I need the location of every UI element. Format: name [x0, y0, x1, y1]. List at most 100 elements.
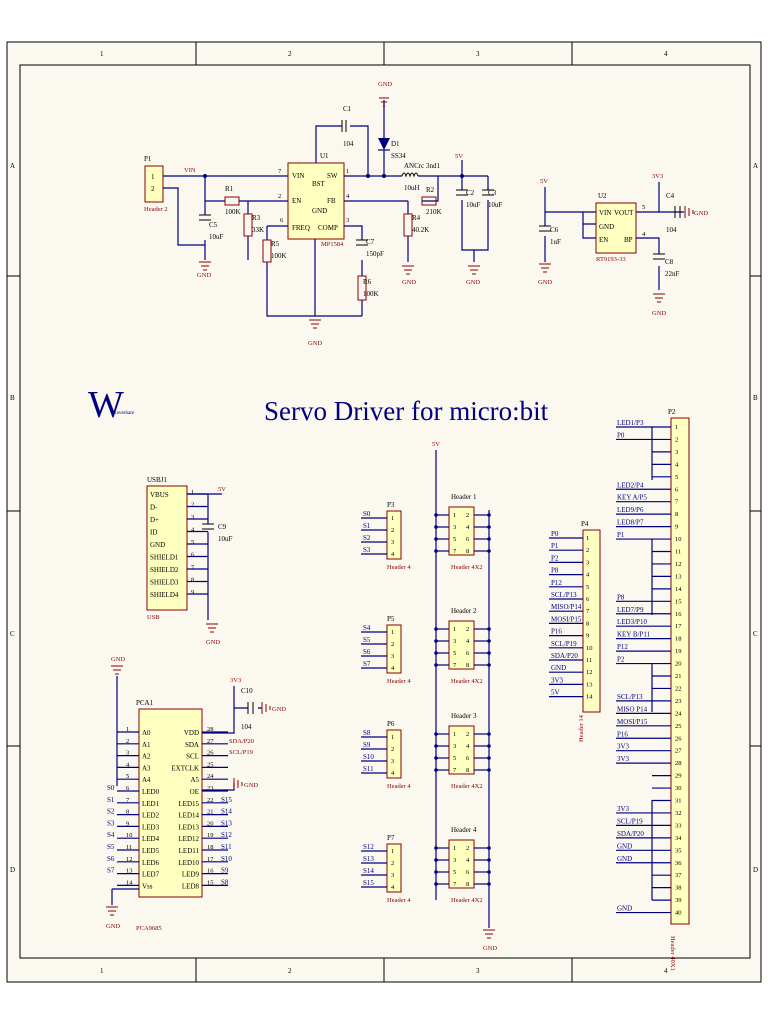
p2-pin-31: 31 [675, 798, 682, 805]
net-s13: S13 [363, 855, 374, 863]
pca-pin-led7: LED7 [142, 871, 160, 879]
p3-name: Header 4 [387, 564, 411, 571]
p2-net-pin-18: KEY B/P11 [617, 631, 651, 639]
p4-name: Header 14 [578, 714, 585, 742]
pca-pinnum-28: 28 [207, 726, 214, 733]
ldo-input-wires [544, 187, 596, 262]
rail-gnd-junction [487, 651, 491, 655]
header-4x2-pin-6: 6 [466, 869, 470, 876]
pca-vdd-wire [202, 686, 262, 734]
c6-gnd-symbol [539, 263, 551, 273]
usb-pin-d+: D+ [150, 516, 159, 524]
p2-pin-15: 15 [675, 598, 682, 605]
header-4x2-3-name: Header 4X2 [451, 783, 483, 790]
r3-symbol [243, 213, 253, 237]
p2-pin-27: 27 [675, 748, 682, 755]
pca-pinnum-4: 4 [126, 761, 130, 768]
rail-gnd-junction [487, 537, 491, 541]
c7-symbol [356, 239, 368, 246]
usb-pin-gnd: GND [150, 541, 165, 549]
u2-ref: U2 [598, 192, 607, 200]
pca-pin-vss: Vss [142, 882, 153, 890]
c10-ref: C10 [241, 687, 253, 695]
p2-pin-20: 20 [675, 661, 682, 668]
sw-junction [366, 174, 370, 178]
net-s5: S5 [363, 636, 371, 644]
p7-name: Header 4 [387, 897, 411, 904]
p2-pin-26: 26 [675, 735, 682, 742]
p2-pin-36: 36 [675, 860, 682, 867]
p6-pin-2: 2 [391, 746, 394, 753]
r2-value: 210K [426, 208, 442, 216]
u2-pin-en: EN [599, 236, 608, 244]
usb-pin-id: ID [150, 529, 157, 537]
pca-pinnum-2: 2 [126, 738, 129, 745]
pca-pinnum-24: 24 [207, 773, 214, 780]
u1-pin-comp: COMP [318, 224, 338, 232]
p5-body [386, 624, 402, 674]
zone-row-a-right: A [753, 162, 758, 170]
c5-gnd-symbol [199, 261, 211, 271]
p4-net-1: P0 [551, 530, 559, 538]
usb-gnd-label: GND [206, 639, 220, 646]
pca-pinnum-1: 1 [126, 726, 129, 733]
p2-net-pin-7: KEY A/P5 [617, 494, 647, 502]
pca-pinnum-14: 14 [126, 879, 133, 886]
header-4x2-2-body [448, 620, 475, 670]
p4-pin-6: 6 [586, 596, 590, 603]
c1-value: 104 [343, 140, 354, 148]
rail-gnd-junction [487, 870, 491, 874]
header-4x2-pin-6: 6 [466, 536, 470, 543]
p2-pin-4: 4 [675, 461, 679, 468]
c6-gnd-label: GND [538, 279, 552, 286]
p2-pin-25: 25 [675, 723, 682, 730]
p2-net-pin-17: LED3/P10 [617, 618, 647, 626]
u1-pin-vin: VIN [292, 172, 304, 180]
p4-pin-14: 14 [586, 694, 593, 701]
c4-ref: C4 [666, 192, 675, 200]
c10-symbol [247, 702, 254, 714]
pca-pin-led0: LED0 [142, 788, 160, 796]
header-4x2-pin-8: 8 [466, 881, 469, 888]
p2-net-pin-35: GND [617, 842, 632, 850]
p2-pin-12: 12 [675, 561, 682, 568]
p2-net-pin-28: 3V3 [617, 755, 630, 763]
pca-net-s14: S14 [221, 808, 232, 816]
p2-net-pin-34: SDA/P20 [617, 830, 644, 838]
p4-pin-12: 12 [586, 669, 593, 676]
p2-net-pin-26: P16 [617, 730, 628, 738]
pca-pin-extclk: EXTCLK [171, 764, 199, 772]
p6-ref: P6 [387, 720, 395, 728]
header-4x2-pin-1: 1 [453, 845, 456, 852]
p3-pin-2: 2 [391, 527, 394, 534]
p2-net-pin-32: 3V3 [617, 805, 630, 813]
p2-pin-34: 34 [675, 835, 682, 842]
l1-inductor-symbol [401, 172, 419, 178]
p2-pin-19: 19 [675, 648, 682, 655]
rail-5v-junction [434, 639, 438, 643]
header-4x2-pin-2: 2 [466, 731, 469, 738]
p2-pin-13: 13 [675, 573, 682, 580]
u1-pin-sw: SW [327, 172, 338, 180]
pca-gnd-top-symbol [111, 665, 123, 675]
pca-pinnum-18: 18 [207, 844, 214, 851]
net-s10: S10 [363, 753, 374, 761]
p2-pin-30: 30 [675, 785, 682, 792]
p6-name: Header 4 [387, 783, 411, 790]
u2-body [595, 202, 637, 254]
usb-pinnum-9: 9 [191, 589, 194, 596]
p4-net-5: P12 [551, 579, 562, 587]
pca-pinnum-15: 15 [207, 879, 214, 886]
usb-pinnum-6: 6 [191, 552, 195, 559]
p4-header-section: P4 Header 14 P01P12P23P84P125SCL/P136MIS… [549, 520, 601, 742]
pca-pinnum-9: 9 [126, 820, 129, 827]
c6-value: 1uF [550, 238, 561, 246]
pca-oe-gnd-label: GND [244, 782, 258, 789]
p2-pin-22: 22 [675, 685, 682, 692]
p4-net-14: 5V [551, 689, 560, 697]
c2-ref: C2 [466, 189, 475, 197]
